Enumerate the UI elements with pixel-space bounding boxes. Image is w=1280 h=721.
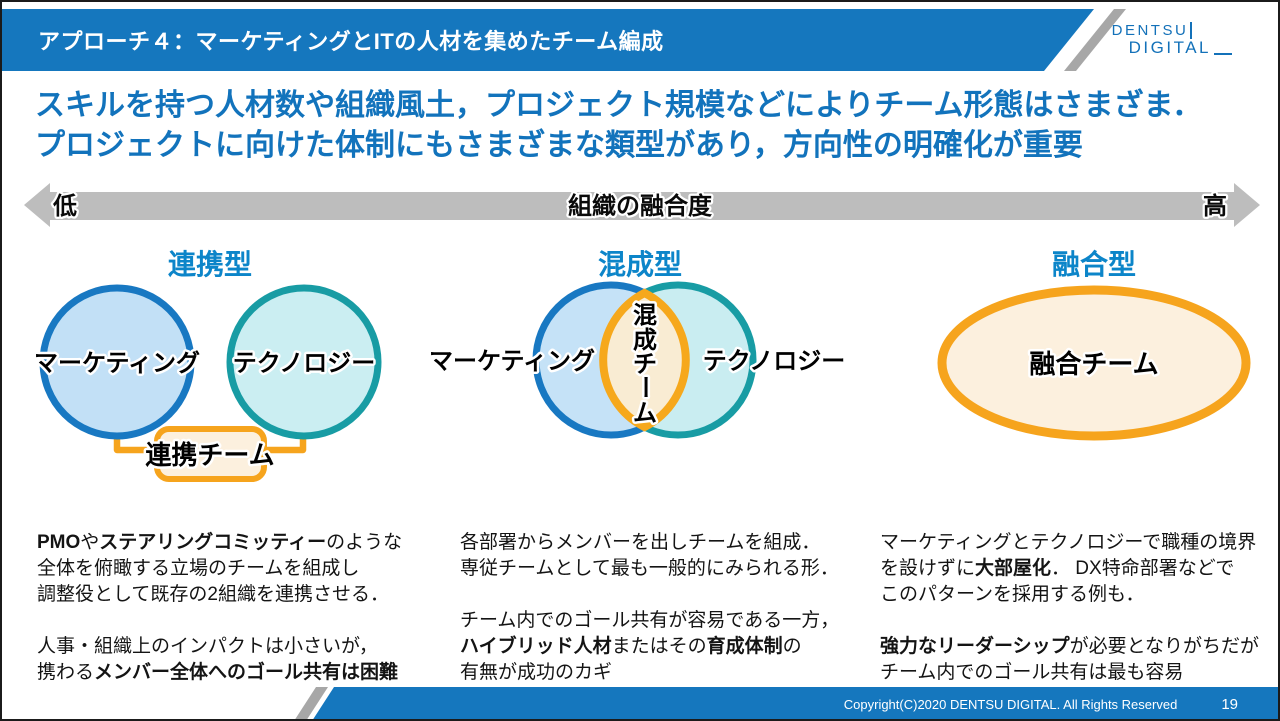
logo-line1-text: DENTSU xyxy=(1111,21,1189,39)
renkei-marketing-label: マーケティング xyxy=(34,350,200,377)
renkei-technology-circle xyxy=(226,284,382,440)
fusion-axis-arrow: 低 組織の融合度 高 xyxy=(24,183,1260,227)
renkei-marketing-circle xyxy=(39,284,195,440)
yugo-description: マーケティングとテクノロジーで職種の境界を設けずに大部屋化． DX特命部署などで… xyxy=(880,532,1260,683)
axis-center-label: 組織の融合度 xyxy=(568,192,713,220)
double-arrow-shape xyxy=(24,183,1260,227)
yugo-title: 融合型 xyxy=(1052,248,1136,280)
page-number: 19 xyxy=(1221,695,1238,713)
renkei-title: 連携型 xyxy=(168,249,252,280)
konsei-overlap-char-5: ム xyxy=(633,400,657,427)
konsei-overlap-char-2: 成 xyxy=(633,327,657,354)
header-blue-bar xyxy=(2,9,1094,71)
yugo-team-label: 融合チーム xyxy=(1029,349,1158,379)
headline-line2: プロジェクトに向けた体制にもさまざまな類型があり，方向性の明確化が重要 xyxy=(35,129,1083,162)
renkei-technology-label: テクノロジー xyxy=(233,350,376,377)
konsei-overlap-char-3: チ xyxy=(633,351,657,378)
headline: スキルを持つ人材数や組織風土，プロジェクト規模などによりチーム形態はさまざま． … xyxy=(35,86,1275,166)
team-diagrams: 連携型 マーケティング テクノロジー 連携チーム 混成型 マーケティング テクノ… xyxy=(31,248,1251,482)
konsei-title: 混成型 xyxy=(598,249,682,280)
konsei-overlap-char-1: 混 xyxy=(633,302,657,329)
renkei-description: PMOやステアリングコミッティーのような全体を俯瞰する立場のチームを組成し調整役… xyxy=(37,532,403,683)
yugo-ellipse xyxy=(937,285,1251,441)
renkei-team-label: 連携チーム xyxy=(145,440,274,470)
footer-blue-bar xyxy=(312,687,1278,719)
konsei-marketing-label: マーケティング xyxy=(429,348,595,375)
konsei-description: 各部署からメンバーを出しチームを組成．専従チームとして最も一般的にみられる形．チ… xyxy=(460,532,840,683)
headline-line1: スキルを持つ人材数や組織風土，プロジェクト規模などによりチーム形態はさまざま． xyxy=(35,89,1203,122)
renkei-team-box xyxy=(154,426,267,482)
dentsu-digital-logo: DENTSU DIGITAL xyxy=(1112,22,1232,57)
konsei-technology-label: テクノロジー xyxy=(703,348,846,375)
axis-high-label: 高 xyxy=(1203,192,1227,220)
logo-bar-icon xyxy=(1190,22,1193,39)
header-band: アプローチ４：マーケティングとITの人材を集めたチーム編成 xyxy=(2,9,1278,71)
logo-line2-text: DIGITAL xyxy=(1128,38,1211,57)
konsei-overlap-char-4: ー xyxy=(631,375,658,399)
footer-band: Copyright(C)2020 DENTSU DIGITAL. All Rig… xyxy=(2,687,1278,719)
logo-underscore-icon xyxy=(1214,52,1232,55)
slide-title: アプローチ４：マーケティングとITの人材を集めたチーム編成 xyxy=(38,29,664,54)
copyright-text: Copyright(C)2020 DENTSU DIGITAL. All Rig… xyxy=(843,696,1178,712)
axis-low-label: 低 xyxy=(52,193,77,220)
konsei-overlap-lens xyxy=(599,288,690,432)
